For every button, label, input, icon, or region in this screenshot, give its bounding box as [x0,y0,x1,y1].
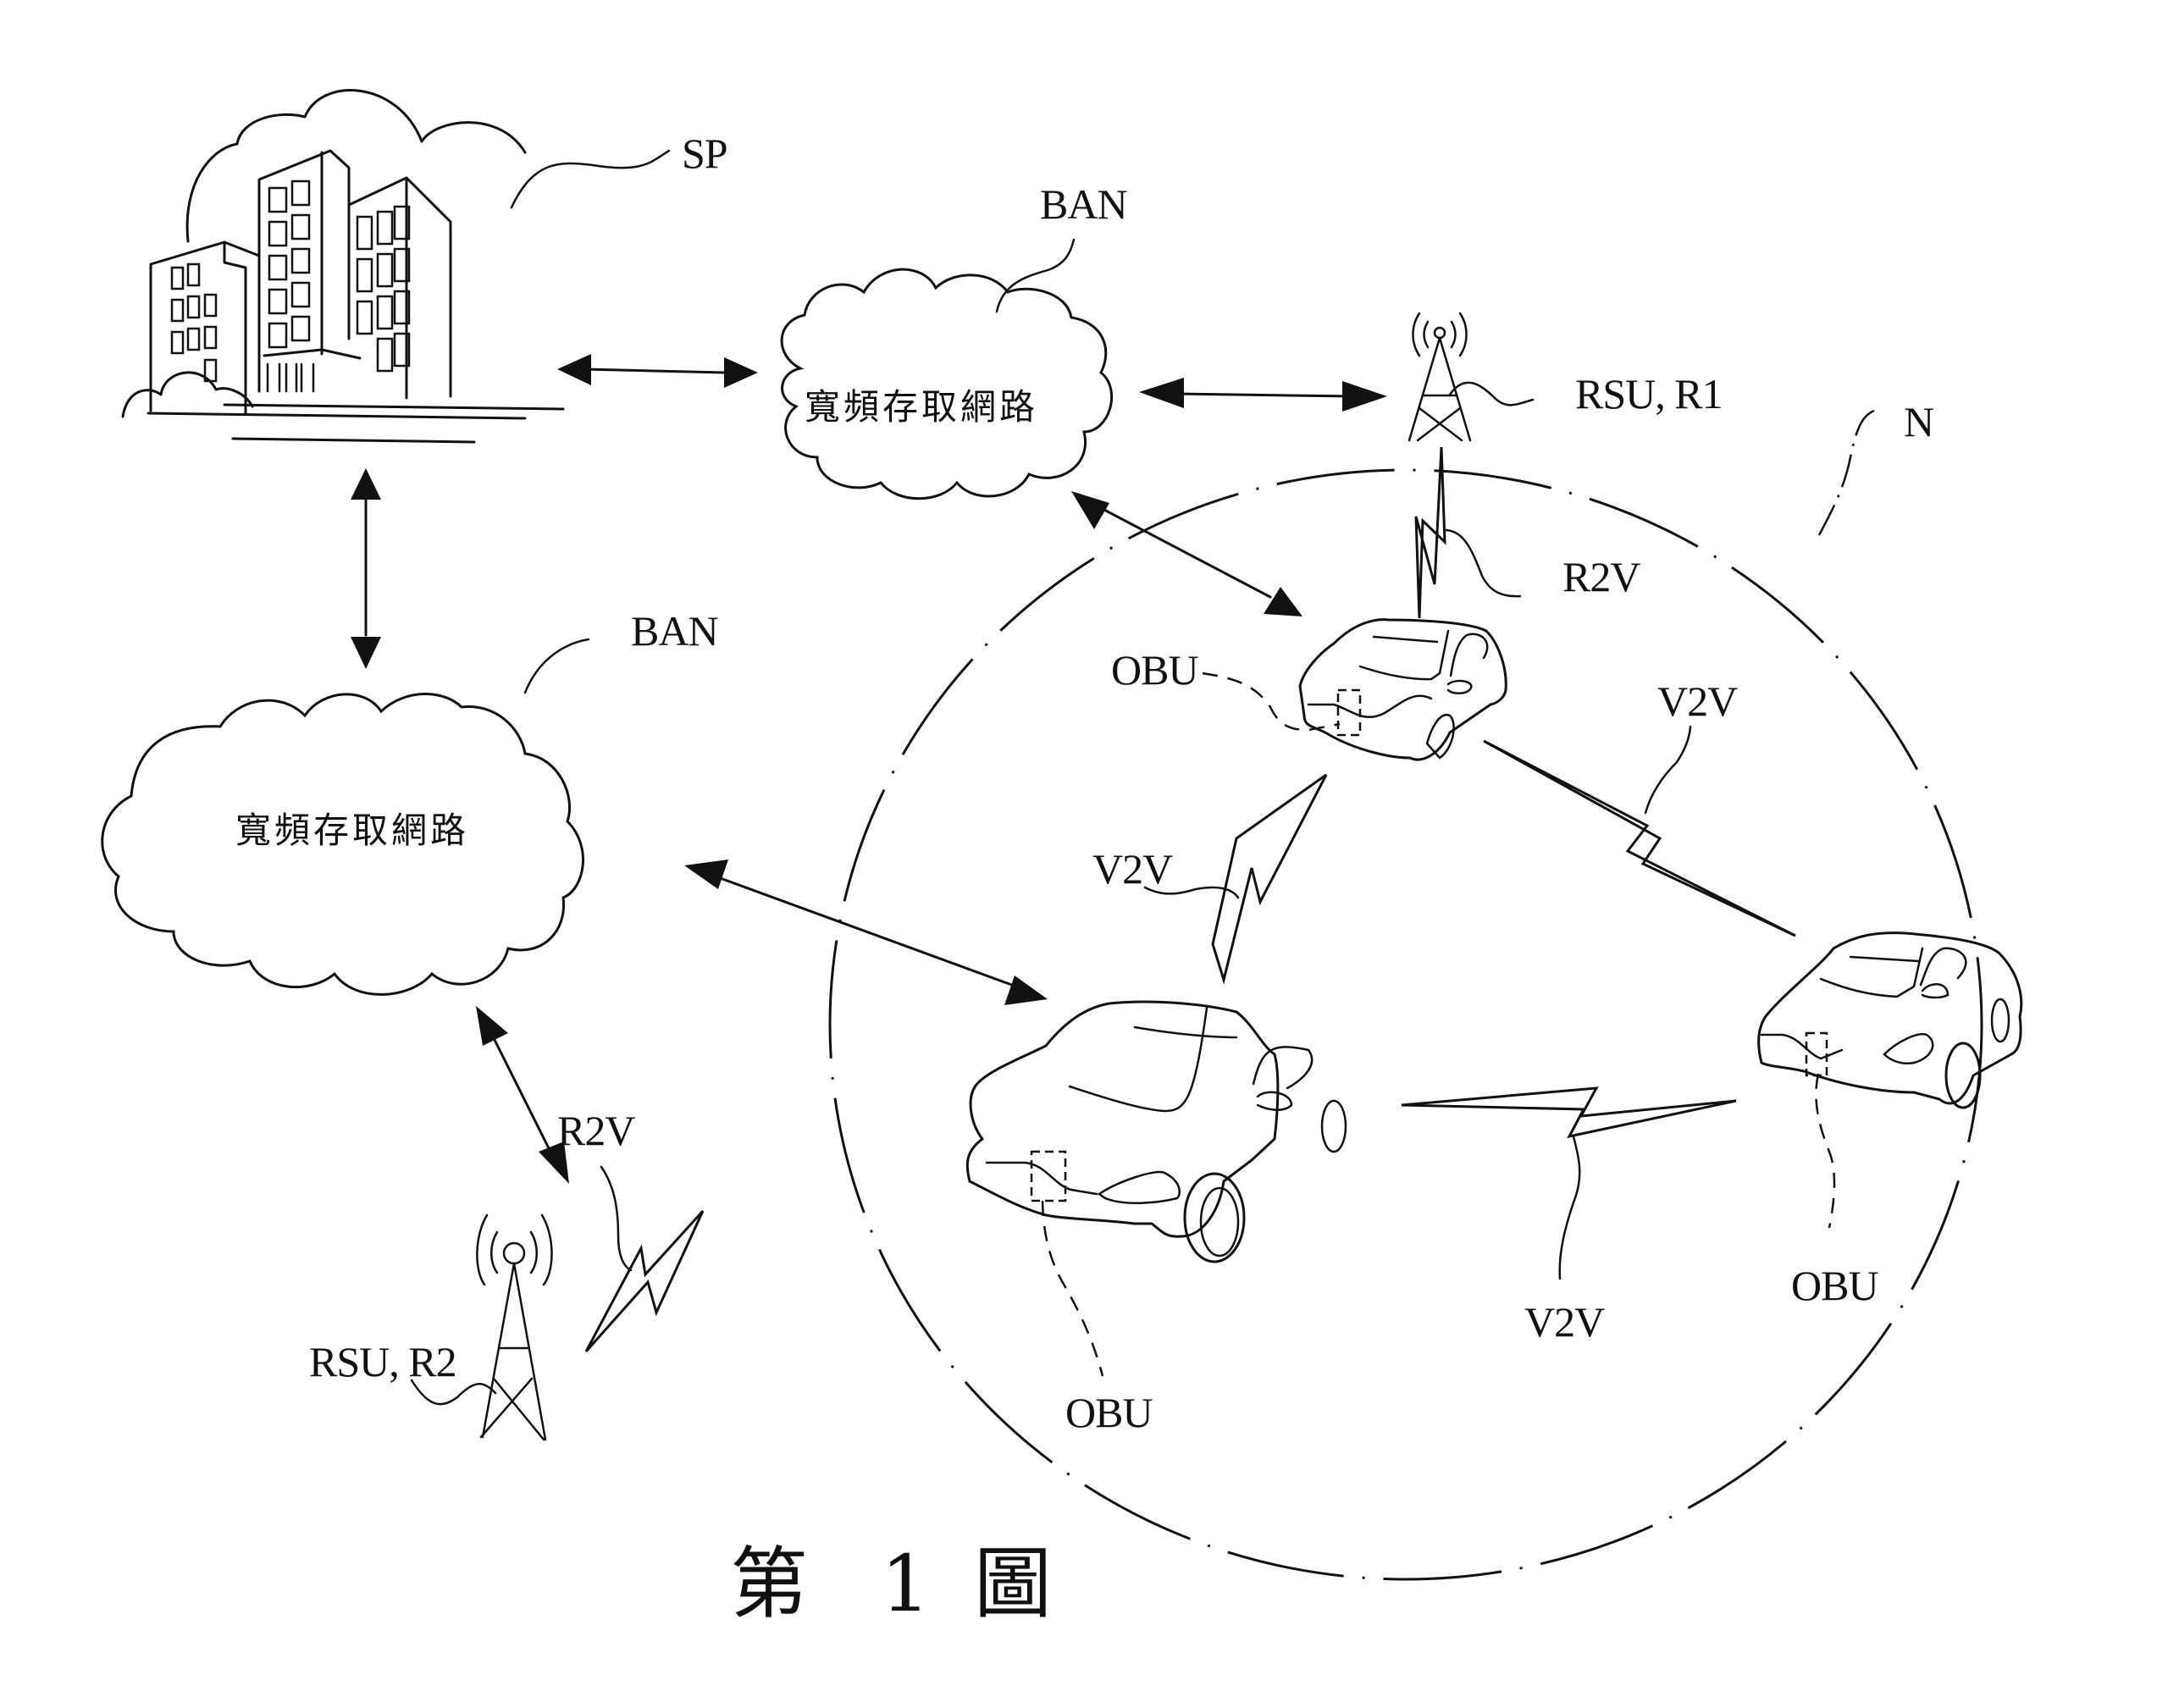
ban-left-cloud-icon [101,693,584,996]
figure-title-number: 1 [881,1539,931,1629]
figure-title-prefix: 第 [730,1539,808,1629]
network-n-label: N [1904,398,1933,445]
sp-label: SP [682,130,727,177]
v2v-top-right-leader-line [1644,725,1692,815]
ban-left-car-middle-link [684,860,1048,1005]
r2v-r1-leader-line [1442,528,1522,598]
car-top-icon [1298,618,1507,761]
r2v-r2-label: R2V [557,1107,635,1154]
ban-top-leader-line [995,238,1076,313]
car-right-icon [1757,931,2023,1109]
r2v-r2-bolt-icon [584,1209,705,1352]
rsu-r2-label: RSU, R2 [309,1338,456,1385]
car-right-obu-leader-line [1815,1073,1836,1229]
ban-left-cloud-text: 寬頻存取網路 [235,810,469,851]
sp-ban-top-link [557,354,758,388]
figure-title-suffix: 圖 [974,1539,1052,1629]
sp-ban-left-link [351,468,381,669]
car-middle-obu-leader-line [1041,1200,1104,1377]
car-top-obu-label: OBU [1111,646,1198,694]
r2v-r2-leader-line [600,1165,633,1272]
v2v-middle-right-label: V2V [1524,1298,1605,1346]
v2v-top-middle-bolt-icon [1211,773,1328,985]
car-middle-icon [965,1000,1347,1263]
ban-top-car-top-link [1071,491,1302,616]
v2v-top-right-bolt-icon [1483,739,1796,937]
car-top-obu-leader-line [1202,672,1341,732]
rsu-r1-tower-icon [1408,312,1472,442]
r2v-r1-label: R2V [1562,553,1640,600]
ban-left-leader-line [523,638,590,694]
ban-top-cloud-text: 寬頻存取網路 [805,386,1038,428]
network-n-leader-line [1817,409,1875,536]
service-provider-building-icon [121,89,565,444]
car-middle-obu-label: OBU [1065,1389,1153,1436]
rsu-r1-leader-line [1448,381,1535,406]
ban-left-rsu-r2-link [476,1006,569,1184]
car-right-obu-label: OBU [1791,1262,1878,1309]
v2v-middle-right-bolt-icon [1401,1086,1737,1139]
ban-left-label: BAN [631,607,718,655]
v2v-top-right-label: V2V [1657,677,1738,725]
ban-top-label: BAN [1040,180,1127,228]
sp-leader-line [510,149,671,209]
ban-top-rsu-r1-link [1139,378,1387,412]
rsu-r2-tower-icon [476,1213,553,1441]
ban-top-cloud-icon [780,268,1114,500]
rsu-r2-leader-line [410,1379,497,1406]
rsu-r1-label: RSU, R1 [1575,370,1723,417]
r2v-r1-bolt-icon [1414,446,1446,619]
network-n-boundary [828,468,1983,1581]
v2v-top-middle-leader-line [1143,886,1240,899]
v2v-top-middle-label: V2V [1092,845,1173,893]
v2v-middle-right-leader-line [1558,1135,1581,1280]
